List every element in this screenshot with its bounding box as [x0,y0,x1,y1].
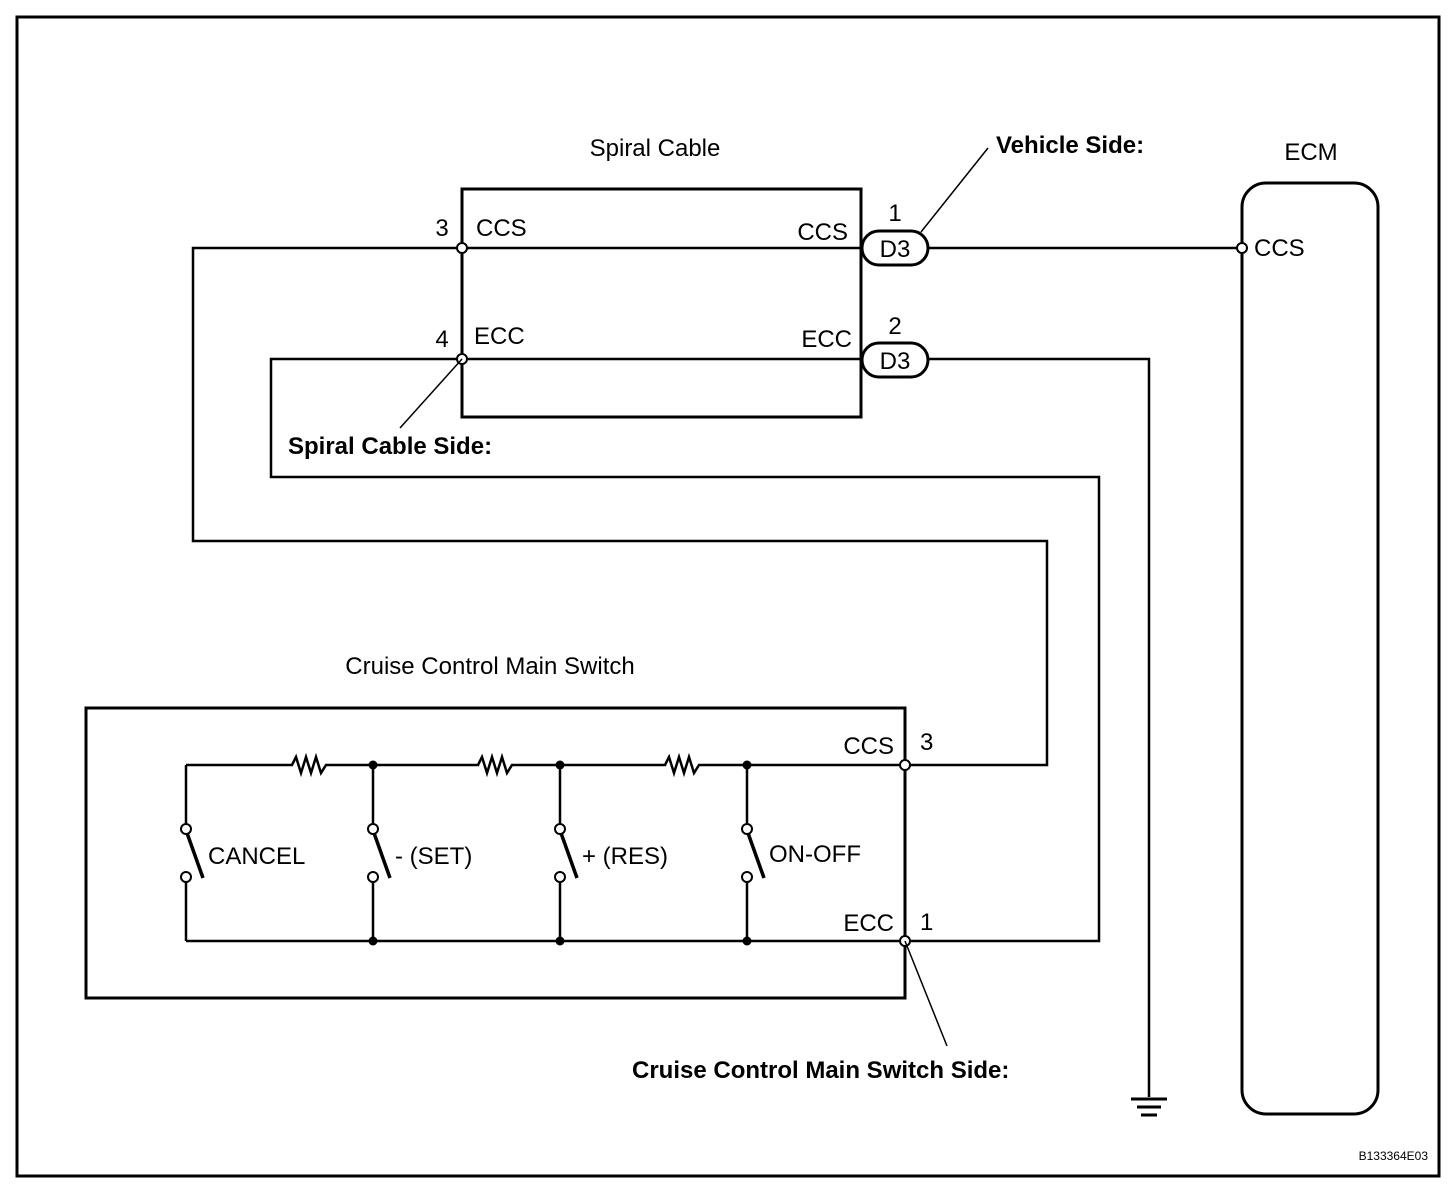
spiral-pin-3-terminal [456,242,468,254]
spiral-pin-3-name: CCS [476,215,527,242]
switch-pin-ccs-name: CCS [843,733,894,760]
connector-d3-label: D3 [880,348,911,375]
spiral-right-ccs-label: CCS [797,219,848,246]
junction-node [742,760,752,770]
switch-pin-1-number: 1 [920,909,933,936]
switch-contact [554,823,566,835]
switch-contact [367,823,379,835]
connector-d3-pin2: D3 2 [860,313,930,379]
ecm-title: ECM [1284,139,1337,166]
junction-node [555,936,565,946]
switch-label: + (RES) [582,843,668,870]
junction-node [368,760,378,770]
switch-contact [554,871,566,883]
vehicle-side-callout: Vehicle Side: [996,132,1144,159]
switch-cancel: CANCEL [180,765,305,941]
main-switch-title: Cruise Control Main Switch [345,653,634,680]
switch-pin-3-number: 3 [920,729,933,756]
wire-ecc-harness [269,357,1101,943]
switch-pin-3-terminal [899,759,911,771]
wire-ccs-harness [191,246,1049,767]
diagram-frame [15,15,1441,1178]
junction-node [368,936,378,946]
ecm-box [1240,181,1380,1116]
switch-contact [180,823,192,835]
switch-label: ON-OFF [769,841,861,868]
ground-icon [1131,1097,1167,1117]
switch-contact [741,871,753,883]
connector-pin-number: 1 [888,200,901,227]
switch-pin-ecc-name: ECC [843,910,894,937]
switch-set: - (SET) [367,760,472,946]
switch-res: + (RES) [554,760,668,946]
switch-contact [741,823,753,835]
connector-pin-number: 2 [888,313,901,340]
spiral-pin-4-name: ECC [474,323,525,350]
ecm-pin-ccs: CCS [1254,235,1305,262]
junction-node [742,936,752,946]
switch-label: CANCEL [208,843,305,870]
connector-d3-label: D3 [880,236,911,263]
connector-d3-pin1: D3 1 [860,200,930,267]
top-rail [186,752,905,778]
main-switch-side-leader [904,940,948,1047]
spiral-right-ecc-label: ECC [801,326,852,353]
spiral-cable-box [460,187,863,419]
switch-label: - (SET) [395,843,472,870]
figure-id: B133364E03 [1359,1149,1429,1163]
spiral-cable-title: Spiral Cable [590,135,721,162]
ecm-ccs-terminal [1236,242,1248,254]
main-switch-side-callout: Cruise Control Main Switch Side: [632,1057,1009,1084]
switch-contact [367,871,379,883]
spiral-cable-side-leader [399,358,463,429]
spiral-cable-side-callout: Spiral Cable Side: [288,433,492,460]
switch-on-off: ON-OFF [741,760,861,946]
vehicle-side-leader [920,147,989,233]
wire-d3-2-to-ground [928,357,1151,1097]
junction-node [555,760,565,770]
spiral-pin-3-number: 3 [435,215,448,242]
switch-contact [180,871,192,883]
spiral-pin-4-number: 4 [435,326,448,353]
